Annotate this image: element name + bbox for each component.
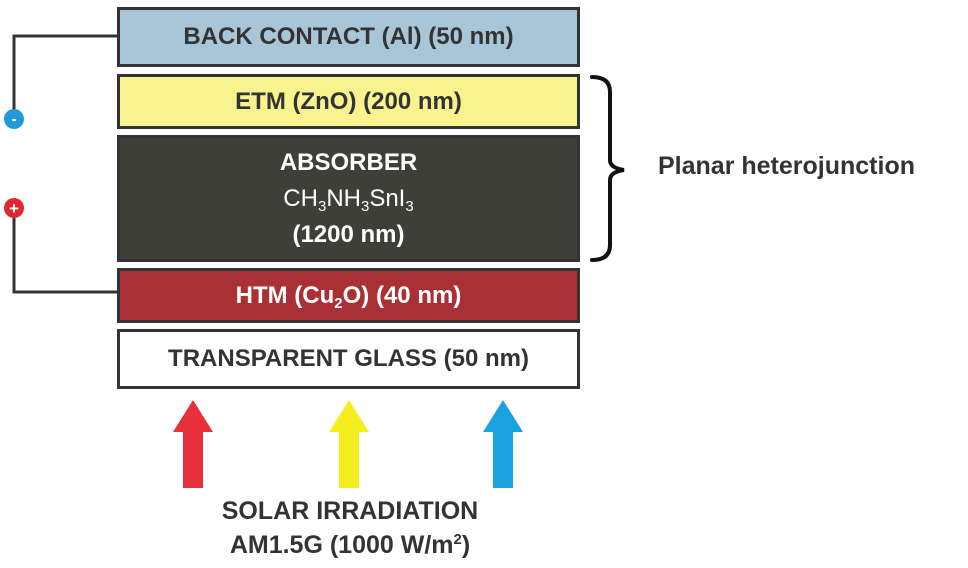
absorber-layer: ABSORBER CH3NH3SnI3 (1200 nm): [117, 135, 580, 262]
planar-heterojunction-label: Planar heterojunction: [658, 152, 915, 180]
negative-terminal-sign: -: [11, 111, 16, 128]
etm-layer: ETM (ZnO) (200 nm): [117, 74, 580, 129]
back-contact-label: BACK CONTACT (Al) (50 nm): [183, 23, 514, 50]
yellow-light-arrow: [329, 400, 369, 488]
solar-irradiation-line1: SOLAR IRRADIATION: [221, 497, 479, 525]
glass-label: TRANSPARENT GLASS (50 nm): [168, 345, 529, 372]
glass-layer: TRANSPARENT GLASS (50 nm): [117, 329, 580, 389]
positive-terminal-icon: [4, 198, 24, 218]
etm-label: ETM (ZnO) (200 nm): [235, 87, 462, 115]
solar-irradiation-line2: AM1.5G (1000 W/m2): [229, 531, 471, 559]
positive-terminal-sign: +: [9, 199, 19, 218]
red-light-arrow: [173, 400, 213, 488]
back-contact-layer: BACK CONTACT (Al) (50 nm): [117, 7, 580, 67]
negative-wire: [12, 34, 117, 112]
solar-irradiation-label: SOLAR IRRADIATION AM1.5G (1000 W/m2): [130, 494, 570, 562]
negative-terminal-icon: [4, 109, 24, 129]
htm-layer: HTM (Cu2O) (40 nm): [117, 268, 580, 323]
heterojunction-bracket: [590, 75, 625, 262]
positive-wire: [12, 218, 117, 294]
absorber-formula: CH3NH3SnI3: [283, 184, 414, 215]
htm-label: HTM (Cu2O) (40 nm): [235, 281, 462, 312]
blue-light-arrow: [483, 400, 523, 488]
absorber-thickness: (1200 nm): [292, 220, 405, 248]
absorber-title: ABSORBER: [279, 148, 418, 176]
